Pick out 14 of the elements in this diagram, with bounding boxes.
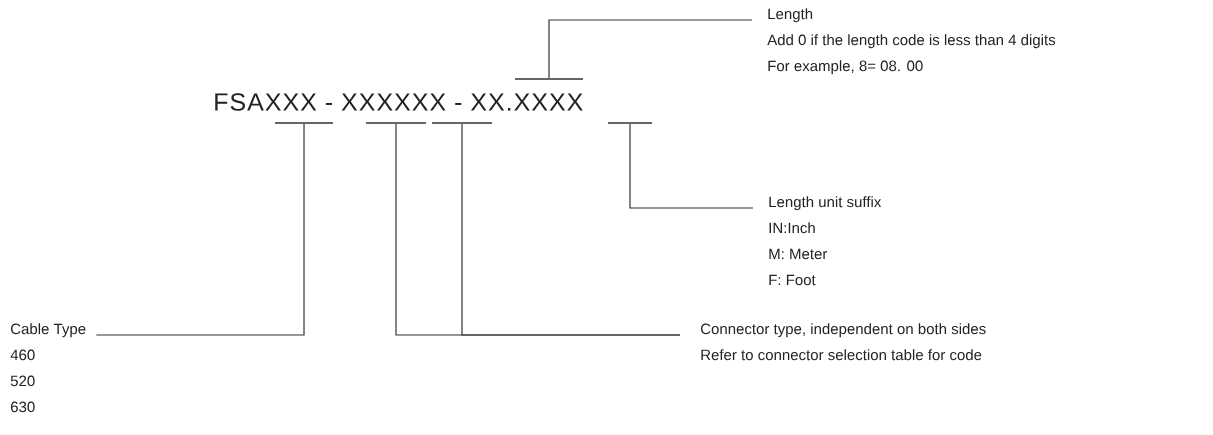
leader-line	[629, 123, 754, 209]
callout-text: Length unit suffix IN:Inch M: Meter F: Foot	[769, 196, 882, 286]
underline-bar	[608, 122, 652, 124]
underline-bar	[515, 78, 583, 80]
underline-bar	[432, 122, 492, 124]
underline-bar	[366, 122, 426, 124]
leader-line	[95, 123, 305, 336]
leader-line	[461, 123, 681, 336]
callout-text: Length Add 0 if the length code is less than 4 digits For example, 8= 08. 00	[767, 8, 1056, 75]
callout-text: Connector type, independent on both sides Refer to connector selection table for code	[700, 323, 986, 361]
part-code: FSAXXX - XXXXXX - XX.XXXX	[215, 93, 583, 111]
callout-text: Cable Type 460 520 630	[10, 323, 86, 413]
leader-line	[548, 19, 753, 79]
underline-bar	[275, 122, 333, 124]
